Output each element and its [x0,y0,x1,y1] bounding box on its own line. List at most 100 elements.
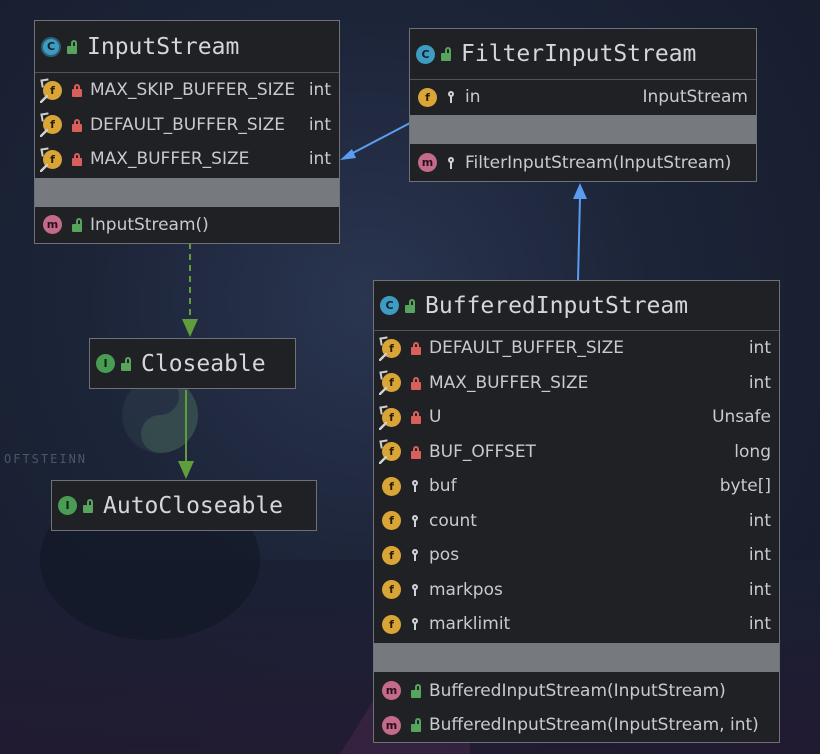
interface-box-autocloseable[interactable]: I AutoCloseable [51,480,317,531]
method-badge-icon: m [382,681,401,701]
field-row[interactable]: f markpos int [374,573,779,608]
field-name: DEFAULT_BUFFER_SIZE [90,114,286,135]
field-type: byte[] [719,476,771,497]
class-header: C FilterInputStream [410,29,756,80]
method-name: BufferedInputStream(InputStream, int) [429,715,759,736]
field-row[interactable]: f DEFAULT_BUFFER_SIZE int [374,331,779,366]
class-box-filterinputstream[interactable]: C FilterInputStream f in InputStream m F… [409,28,757,182]
private-lock-icon [70,118,84,132]
field-name: in [465,87,481,108]
field-type: int [748,579,771,600]
field-name: count [429,510,477,531]
field-type: int [308,80,331,101]
field-type: int [308,114,331,135]
field-row[interactable]: f DEFAULT_BUFFER_SIZE int [35,108,339,143]
field-type: long [734,441,771,462]
public-lock-icon [70,217,84,232]
field-row[interactable]: f MAX_BUFFER_SIZE int [374,366,779,401]
protected-key-icon [409,583,423,597]
class-title: BufferedInputStream [425,292,689,319]
method-row[interactable]: m FilterInputStream(InputStream) [410,146,756,181]
field-row[interactable]: f marklimit int [374,607,779,642]
public-lock-icon [403,298,417,313]
section-separator [374,642,779,672]
protected-key-icon [445,156,459,170]
private-lock-icon [409,410,423,425]
class-header: C InputStream [35,21,339,73]
interface-badge-icon: I [96,354,115,373]
method-badge-icon: m [382,715,401,735]
method-name: FilterInputStream(InputStream) [465,152,732,173]
private-lock-icon [409,341,423,356]
field-row[interactable]: f buf byte[] [374,469,779,504]
field-type: int [748,338,771,359]
interface-title: Closeable [141,350,266,377]
field-badge-icon: f [379,442,401,465]
field-row[interactable]: f pos int [374,538,779,573]
fields-section: f DEFAULT_BUFFER_SIZE int f MAX_BUFFER_S… [374,331,779,642]
field-badge-icon: f [382,580,401,600]
field-badge-icon: f [40,115,62,138]
extends-arrow-closeable-to-autocloseable [178,390,194,479]
method-row[interactable]: m BufferedInputStream(InputStream, int) [374,708,779,743]
public-lock-icon [409,683,423,698]
class-box-inputstream[interactable]: C InputStream f MAX_SKIP_BUFFER_SIZE int… [34,20,340,244]
method-badge-icon: m [43,215,62,235]
field-badge-icon: f [40,80,62,103]
protected-key-icon [445,90,459,104]
inheritance-arrow-buffered-to-filter [573,183,587,281]
interface-header: I Closeable [90,339,295,388]
public-lock-icon [65,39,79,54]
interface-box-closeable[interactable]: I Closeable [89,338,296,389]
method-row[interactable]: m BufferedInputStream(InputStream) [374,674,779,709]
protected-key-icon [409,548,423,562]
private-lock-icon [409,376,423,390]
class-title: InputStream [87,33,240,60]
class-box-bufferedinputstream[interactable]: C BufferedInputStream f DEFAULT_BUFFER_S… [373,280,780,743]
public-lock-icon [409,718,423,733]
protected-key-icon [409,479,423,493]
method-name: BufferedInputStream(InputStream) [429,680,726,701]
field-name: DEFAULT_BUFFER_SIZE [429,338,625,359]
field-name: MAX_BUFFER_SIZE [90,149,250,170]
field-type: Unsafe [712,407,771,428]
interface-badge-icon: I [58,496,77,515]
method-row[interactable]: m InputStream() [35,208,339,243]
field-row[interactable]: f MAX_SKIP_BUFFER_SIZE int [35,73,339,108]
field-badge-icon: f [382,614,401,634]
protected-key-icon [409,514,423,528]
section-separator [410,114,756,144]
field-name: MAX_BUFFER_SIZE [429,372,589,393]
section-separator [35,177,339,207]
public-lock-icon [439,47,453,61]
protected-key-icon [409,617,423,631]
method-name: InputStream() [90,214,209,235]
private-lock-icon [70,83,84,98]
field-name: BUF_OFFSET [429,441,536,462]
field-type: int [748,372,771,393]
public-lock-icon [81,498,95,513]
class-badge-icon: C [41,36,61,57]
field-type: int [748,510,771,531]
field-type: InputStream [642,87,748,108]
field-name: marklimit [429,614,511,635]
field-badge-icon: f [379,373,401,396]
field-name: markpos [429,579,503,600]
field-row[interactable]: f MAX_BUFFER_SIZE int [35,142,339,177]
field-badge-icon: f [379,407,401,430]
interface-header: I AutoCloseable [52,481,316,530]
field-row[interactable]: f BUF_OFFSET long [374,435,779,470]
private-lock-icon [70,152,84,167]
field-row[interactable]: f count int [374,504,779,539]
field-type: int [308,149,331,170]
watermark-text: OFTSTEINN [4,452,88,466]
public-lock-icon [119,356,133,371]
field-badge-icon: f [40,149,62,172]
fields-section: f MAX_SKIP_BUFFER_SIZE int f DEFAULT_BUF… [35,73,339,177]
field-name: buf [429,476,457,497]
field-row[interactable]: f in InputStream [410,80,756,115]
method-badge-icon: m [418,153,437,173]
field-row[interactable]: f U Unsafe [374,400,779,435]
class-badge-icon: C [380,296,399,315]
class-title: FilterInputStream [461,41,697,67]
